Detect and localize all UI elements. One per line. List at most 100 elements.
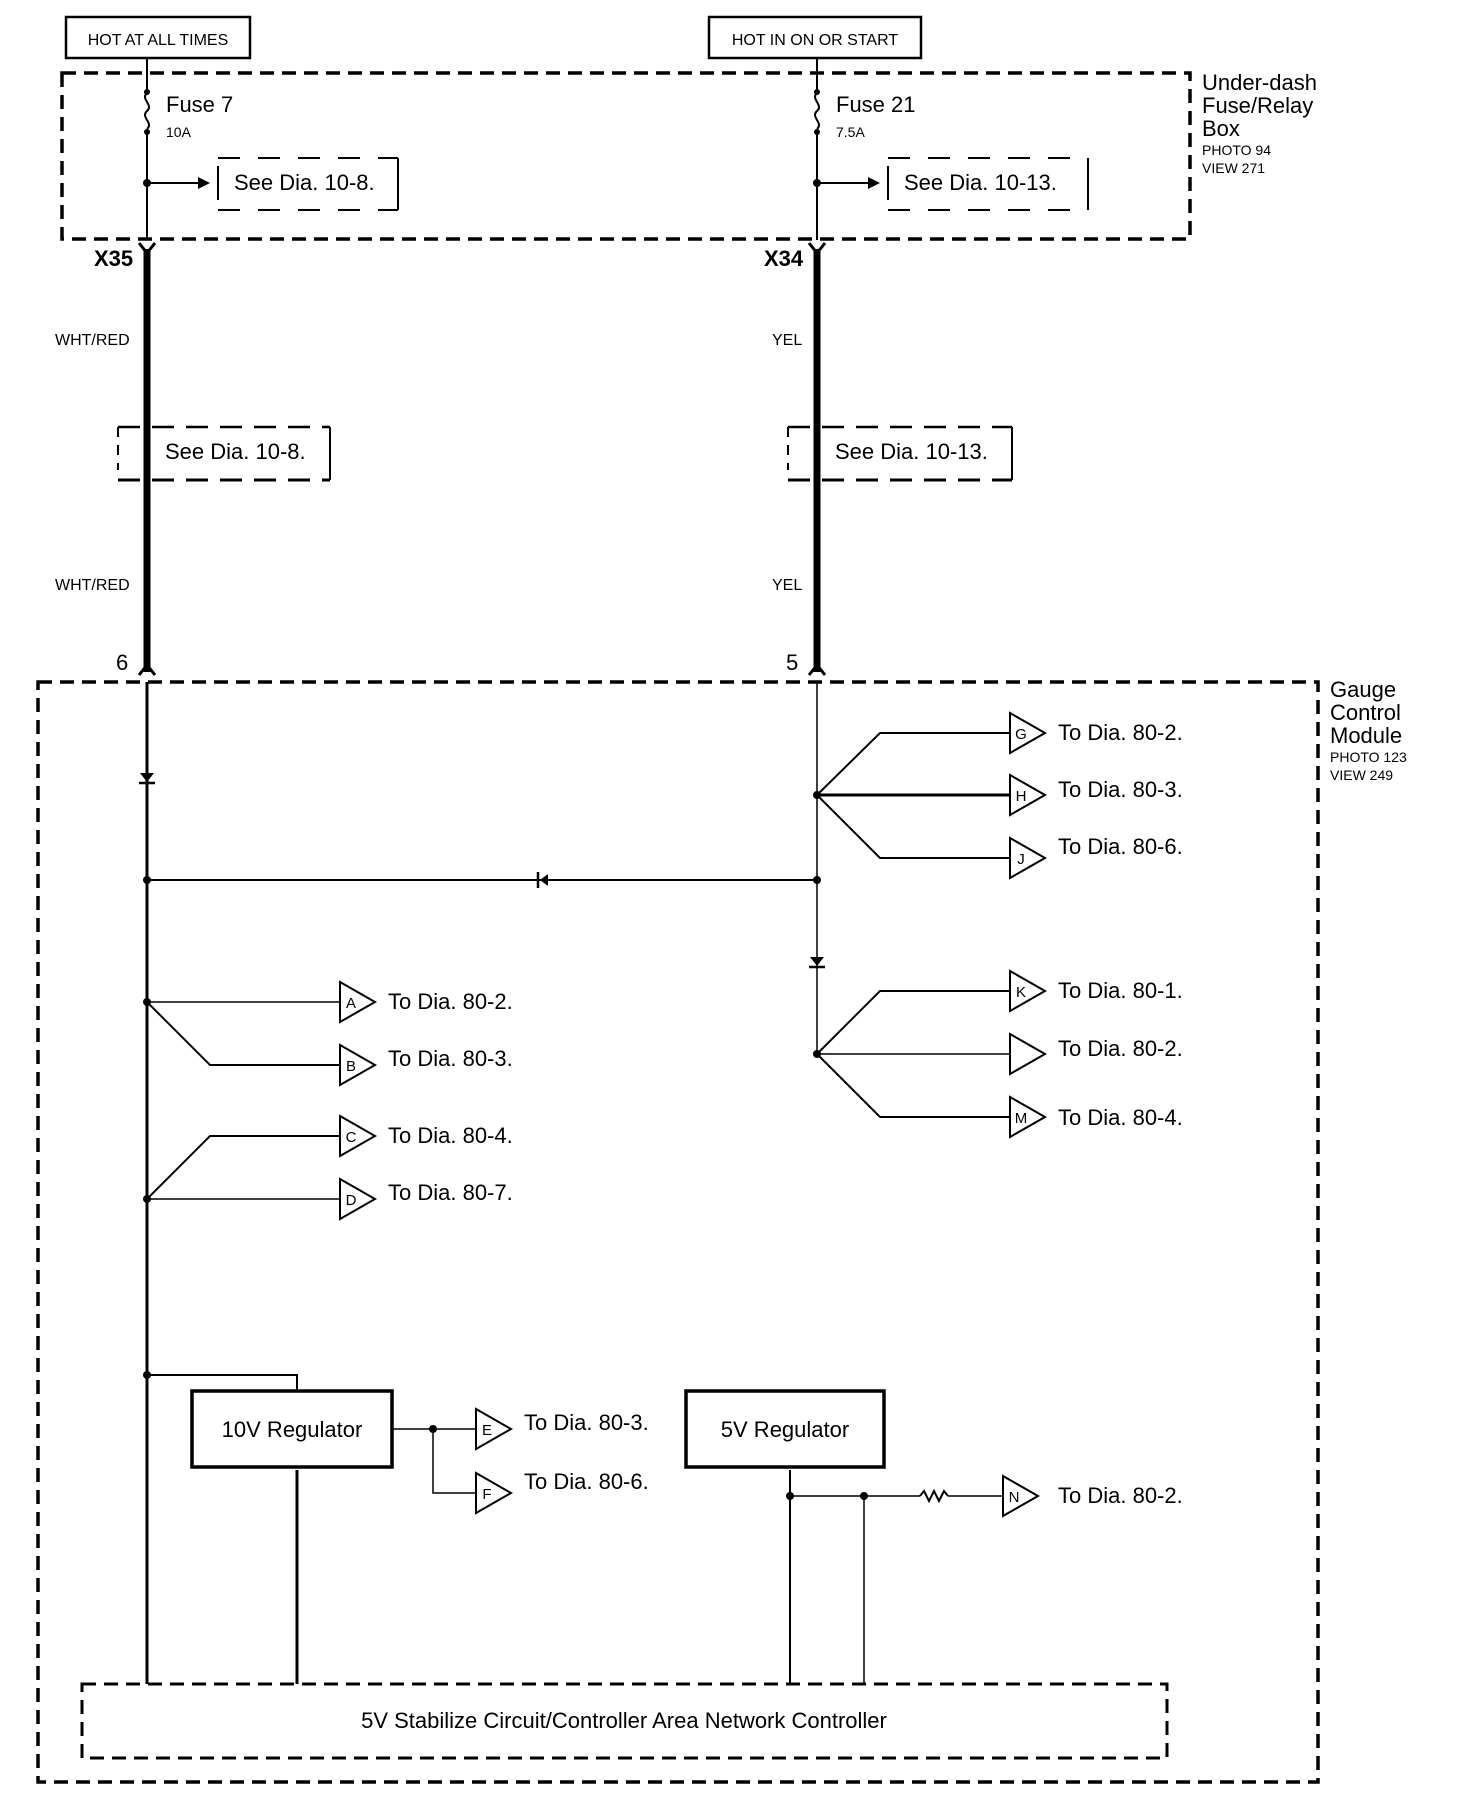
fuse-icon [144, 92, 150, 130]
arrow-right-icon [868, 177, 880, 189]
output-label: To Dia. 80-4. [1058, 1105, 1183, 1130]
wire-right-see-ref: See Dia. 10-13. [787, 425, 1013, 482]
connector-triangle-icon [339, 980, 378, 1024]
wire-color-label: WHT/RED [55, 332, 130, 349]
output-j: J To Dia. 80-6. [1009, 834, 1183, 880]
diode-cross-icon [536, 872, 548, 888]
junction-dots [143, 791, 868, 1500]
connector-triangle-icon [339, 1114, 378, 1158]
output-d: D To Dia. 80-7. [339, 1177, 513, 1221]
fuse-box-label: Under-dash Fuse/Relay Box PHOTO 94 VIEW … [1202, 70, 1317, 176]
fuse-right-see-ref: See Dia. 10-13. [813, 157, 1089, 211]
connector-triangle-icon [339, 1043, 378, 1087]
see-ref-text: See Dia. 10-13. [835, 439, 988, 464]
connector-triangle-icon [475, 1407, 514, 1451]
controller-box: 5V Stabilize Circuit/Controller Area Net… [80, 1682, 1169, 1760]
output-letter: H [1016, 788, 1027, 805]
output-letter: F [482, 1486, 491, 1503]
output-a: A To Dia. 80-2. [339, 980, 513, 1024]
output-l: To Dia. 80-2. [1009, 1032, 1183, 1076]
output-letter: C [346, 1129, 357, 1146]
connector-label: X34 [764, 246, 804, 271]
pin-label: 5 [786, 650, 798, 675]
wire-color-label: YEL [772, 577, 802, 594]
fuse-right-rating: 7.5A [836, 124, 865, 140]
wire-color-label: YEL [772, 332, 802, 349]
output-h: H To Dia. 80-3. [1009, 773, 1183, 817]
fuse-right-name: Fuse 21 [836, 92, 916, 117]
diode-right-icon [809, 957, 825, 969]
output-c: C To Dia. 80-4. [339, 1114, 513, 1158]
module-name-line3: Module [1330, 723, 1402, 748]
power-label-text: HOT IN ON OR START [732, 32, 898, 49]
regulator-10v: 10V Regulator [190, 1389, 394, 1469]
output-label: To Dia. 80-2. [1058, 720, 1183, 745]
pin-label: 6 [116, 650, 128, 675]
output-label: To Dia. 80-2. [1058, 1036, 1183, 1061]
output-letter: E [482, 1422, 492, 1439]
fuse-box-name-line2: Fuse/Relay [1202, 93, 1313, 118]
connector-triangle-icon [1009, 1032, 1048, 1076]
connector-label: X35 [94, 246, 133, 271]
output-letter: B [346, 1058, 356, 1075]
fuse-box-photo: PHOTO 94 [1202, 142, 1271, 158]
fuse-box-name-line3: Box [1202, 116, 1240, 141]
arrow-right-icon [198, 177, 210, 189]
power-label-hot-in-on-or-start: HOT IN ON OR START [707, 15, 923, 60]
fuse-box-view: VIEW 271 [1202, 160, 1265, 176]
gauge-module-outline [36, 680, 1320, 1784]
regulator-5v: 5V Regulator [684, 1389, 886, 1469]
output-b: B To Dia. 80-3. [339, 1043, 513, 1087]
output-label: To Dia. 80-3. [524, 1410, 649, 1435]
fuse-left-rating: 10A [166, 124, 192, 140]
wire-color-label: WHT/RED [55, 577, 130, 594]
fuse-7: Fuse 7 10A [144, 58, 233, 240]
module-name-line1: Gauge [1330, 677, 1396, 702]
output-label: To Dia. 80-6. [1058, 834, 1183, 859]
output-letter: D [346, 1192, 357, 1209]
fuse-left-see-ref: See Dia. 10-8. [143, 157, 399, 211]
connector-triangle-icon [1009, 969, 1048, 1013]
output-m: M To Dia. 80-4. [1009, 1095, 1183, 1139]
connector-triangle-icon [339, 1177, 378, 1221]
internal-wiring [145, 682, 1010, 1686]
fuse-box-name-line1: Under-dash [1202, 70, 1317, 95]
output-e: E To Dia. 80-3. [475, 1407, 649, 1451]
output-label: To Dia. 80-1. [1058, 978, 1183, 1003]
output-letter: M [1015, 1110, 1028, 1127]
regulator-label: 5V Regulator [721, 1417, 849, 1442]
module-view: VIEW 249 [1330, 767, 1393, 783]
controller-label: 5V Stabilize Circuit/Controller Area Net… [361, 1708, 887, 1733]
see-ref-text: See Dia. 10-8. [234, 170, 375, 195]
wire-left-see-ref: See Dia. 10-8. [117, 425, 331, 482]
power-label-text: HOT AT ALL TIMES [88, 32, 229, 49]
connector-triangle-icon [1009, 1095, 1048, 1139]
pin-5: 5 [786, 650, 827, 676]
module-name-line2: Control [1330, 700, 1401, 725]
output-letter: J [1017, 851, 1025, 868]
diode-left-icon [139, 773, 155, 785]
fuse-21: Fuse 21 7.5A [814, 58, 916, 240]
connector-triangle-icon [1009, 773, 1048, 817]
output-k: K To Dia. 80-1. [1009, 969, 1183, 1013]
output-letter: G [1015, 726, 1027, 743]
output-n: N To Dia. 80-2. [1002, 1474, 1183, 1518]
output-label: To Dia. 80-2. [1058, 1483, 1183, 1508]
connector-triangle-icon [1002, 1474, 1041, 1518]
output-label: To Dia. 80-2. [388, 989, 513, 1014]
output-f: F To Dia. 80-6. [475, 1469, 649, 1515]
output-label: To Dia. 80-3. [388, 1046, 513, 1071]
connector-triangle-icon [475, 1471, 514, 1515]
output-letter: N [1009, 1489, 1020, 1506]
output-label: To Dia. 80-7. [388, 1180, 513, 1205]
fuse-box-outline [60, 71, 1192, 241]
wire-right-thick: YEL YEL [772, 249, 821, 672]
output-g: G To Dia. 80-2. [1009, 711, 1183, 755]
see-ref-text: See Dia. 10-13. [904, 170, 1057, 195]
output-label: To Dia. 80-4. [388, 1123, 513, 1148]
fuse-icon [814, 92, 820, 130]
fuse-left-name: Fuse 7 [166, 92, 233, 117]
regulator-label: 10V Regulator [222, 1417, 363, 1442]
wire-left-thick: WHT/RED WHT/RED [55, 249, 151, 672]
